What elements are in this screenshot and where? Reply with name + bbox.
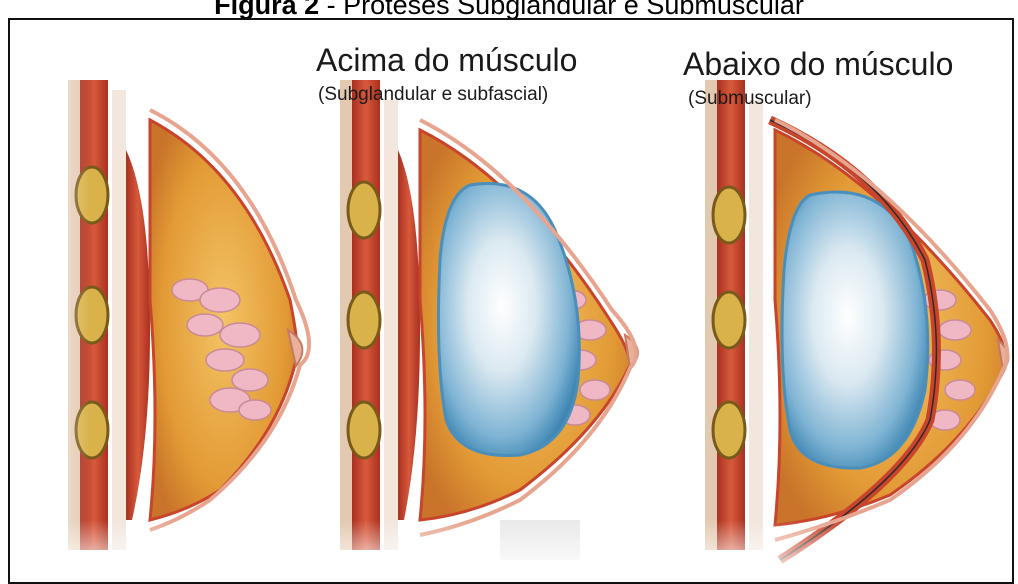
pectoral-muscle <box>126 150 150 520</box>
panel-2-subtitle: (Subglandular e subfascial) <box>318 84 548 106</box>
panel-2-title: Acima do músculo <box>316 42 577 79</box>
breast-fat <box>150 120 297 520</box>
implant-above-muscle <box>438 183 579 455</box>
panel-3-title: Abaixo do músculo <box>683 46 953 83</box>
panel-natural <box>68 80 309 550</box>
panel-3-subtitle: (Submuscular) <box>688 88 812 110</box>
panel-subglandular <box>340 80 638 560</box>
panel-submuscular <box>705 80 1008 560</box>
